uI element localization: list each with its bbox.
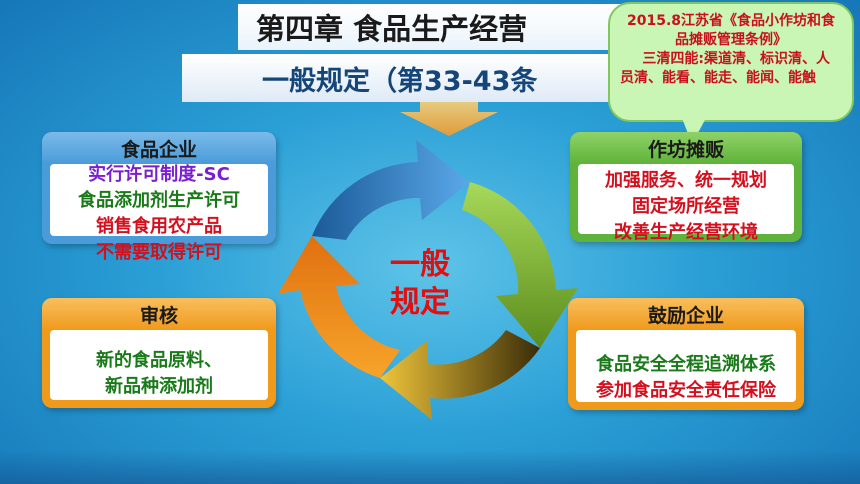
callout-line-2: 三清四能:渠道清、标识清、人员清、能看、能走、能闻、能触 — [620, 51, 830, 86]
card-title: 作坊摊贩 — [570, 132, 802, 164]
encourage-line-1: 食品安全全程追溯体系 — [596, 354, 776, 375]
center-label: 一般 规定 — [378, 246, 462, 322]
arrow-segment-green — [462, 182, 578, 348]
down-arrow — [400, 100, 498, 136]
workshop-line-1: 加强服务、统一规划 — [605, 170, 767, 191]
food-enterprise-line-4: 不需要取得许可 — [96, 242, 222, 263]
card-title: 鼓励企业 — [568, 298, 804, 330]
card-body — [578, 164, 794, 234]
callout-line-1: 2015.8江苏省《食品小作坊和食品摊贩管理条例》 — [626, 13, 836, 48]
food-enterprise-line-2: 食品添加剂生产许可 — [78, 190, 240, 211]
food-enterprise-line-3: 销售食用农产品 — [96, 216, 222, 237]
center-label-line-1: 一般 — [390, 247, 450, 282]
subtitle: 一般规定（第33-43条 — [262, 65, 538, 97]
arrow-segment-gold — [380, 330, 540, 420]
review-line-2: 新品种添加剂 — [105, 376, 213, 397]
card-title: 食品企业 — [42, 132, 276, 164]
workshop-line-2: 固定场所经营 — [632, 196, 740, 217]
card-body — [576, 330, 796, 402]
card-title: 审核 — [42, 298, 276, 330]
callout-bubble: 2015.8江苏省《食品小作坊和食品摊贩管理条例》 三清四能:渠道清、标识清、人… — [608, 2, 854, 122]
card-body — [50, 330, 268, 400]
workshop-line-3: 改善生产经营环境 — [614, 222, 758, 243]
card-food-enterprise: 食品企业 — [42, 132, 276, 244]
arrow-segment-orange — [278, 236, 400, 378]
encourage-line-2: 参加食品安全责任保险 — [596, 380, 776, 401]
arrow-segment-blue — [312, 140, 470, 240]
card-workshop-vendor: 作坊摊贩 — [570, 132, 802, 242]
card-encourage: 鼓励企业 — [568, 298, 804, 410]
food-enterprise-line-1: 实行许可制度-SC — [88, 164, 230, 185]
review-line-1: 新的食品原料、 — [96, 350, 222, 371]
card-review: 审核 — [42, 298, 276, 408]
chapter-title-box: 第四章 食品生产经营 — [238, 4, 634, 50]
chapter-title: 第四章 食品生产经营 — [256, 12, 528, 46]
subtitle-box: 一般规定（第33-43条 — [182, 54, 612, 102]
center-label-line-2: 规定 — [390, 285, 450, 320]
card-body — [50, 164, 268, 236]
background-strip — [0, 450, 860, 484]
